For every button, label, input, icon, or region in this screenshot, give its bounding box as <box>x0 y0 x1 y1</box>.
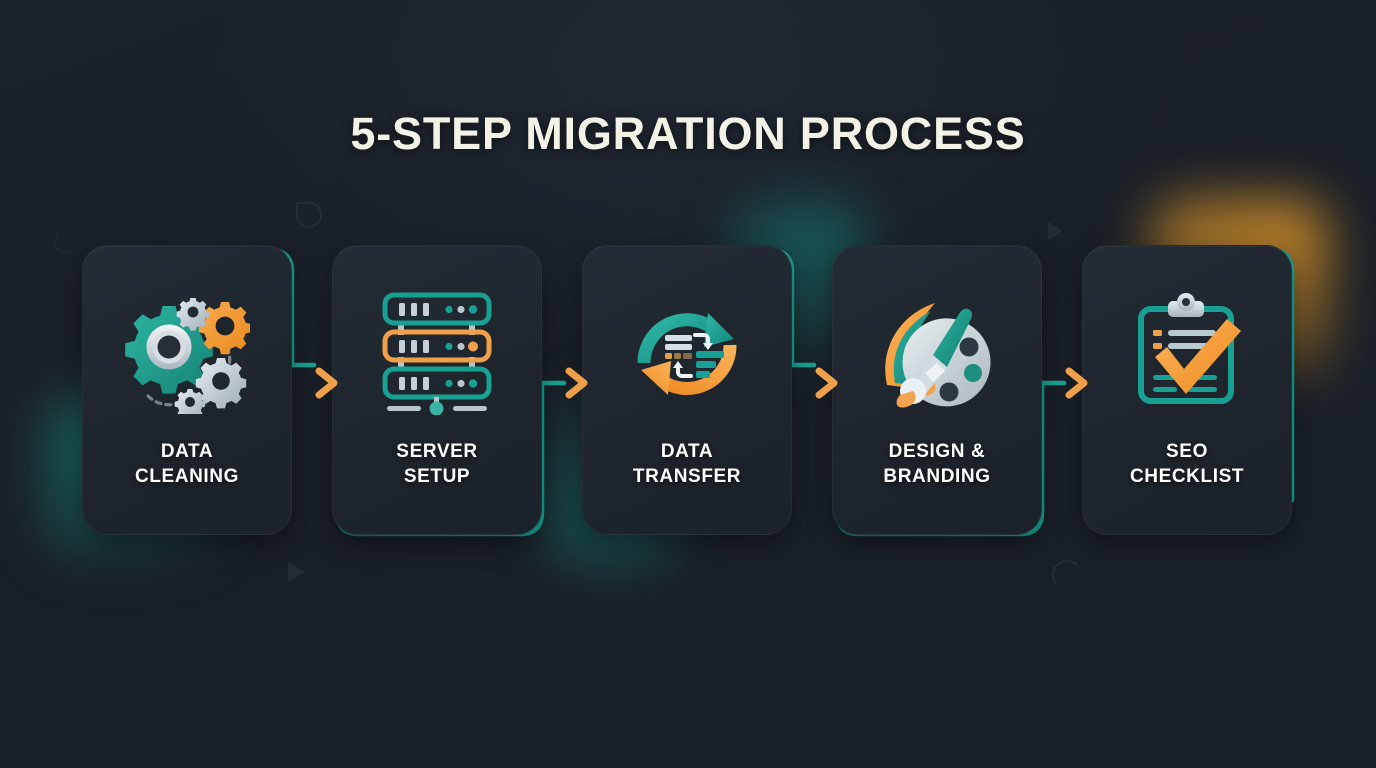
connector-arrow-2 <box>563 366 591 400</box>
chevron-right-icon <box>815 367 838 399</box>
step-card-design-branding[interactable]: DESIGN & BRANDING <box>832 245 1042 535</box>
step-label: SEO CHECKLIST <box>1129 441 1245 487</box>
chevron-right-icon <box>565 367 588 399</box>
clipboard-check-icon <box>1122 288 1252 418</box>
connector-arrow-3 <box>813 366 841 400</box>
step-card-seo-checklist[interactable]: SEO CHECKLIST <box>1082 245 1292 535</box>
gears-icon <box>122 288 252 418</box>
sync-arrows-icon <box>622 288 752 418</box>
chevron-right-icon <box>315 367 338 399</box>
step-label: SERVER SETUP <box>396 441 478 487</box>
connector-arrow-1 <box>313 366 341 400</box>
step-label: DESIGN & BRANDING <box>883 441 991 487</box>
server-rack-icon <box>372 288 502 418</box>
chevron-right-icon <box>1065 367 1088 399</box>
step-card-data-transfer[interactable]: DATA TRANSFER <box>582 245 792 535</box>
step-card-server-setup[interactable]: SERVER SETUP <box>332 245 542 535</box>
page-title: 5-STEP MIGRATION PROCESS <box>350 108 1026 159</box>
palette-brush-icon <box>872 288 1002 418</box>
step-label: DATA TRANSFER <box>632 441 742 487</box>
connector-arrow-4 <box>1063 366 1091 400</box>
step-card-data-cleaning[interactable]: DATA CLEANING <box>82 245 292 535</box>
step-label: DATA CLEANING <box>134 441 240 487</box>
